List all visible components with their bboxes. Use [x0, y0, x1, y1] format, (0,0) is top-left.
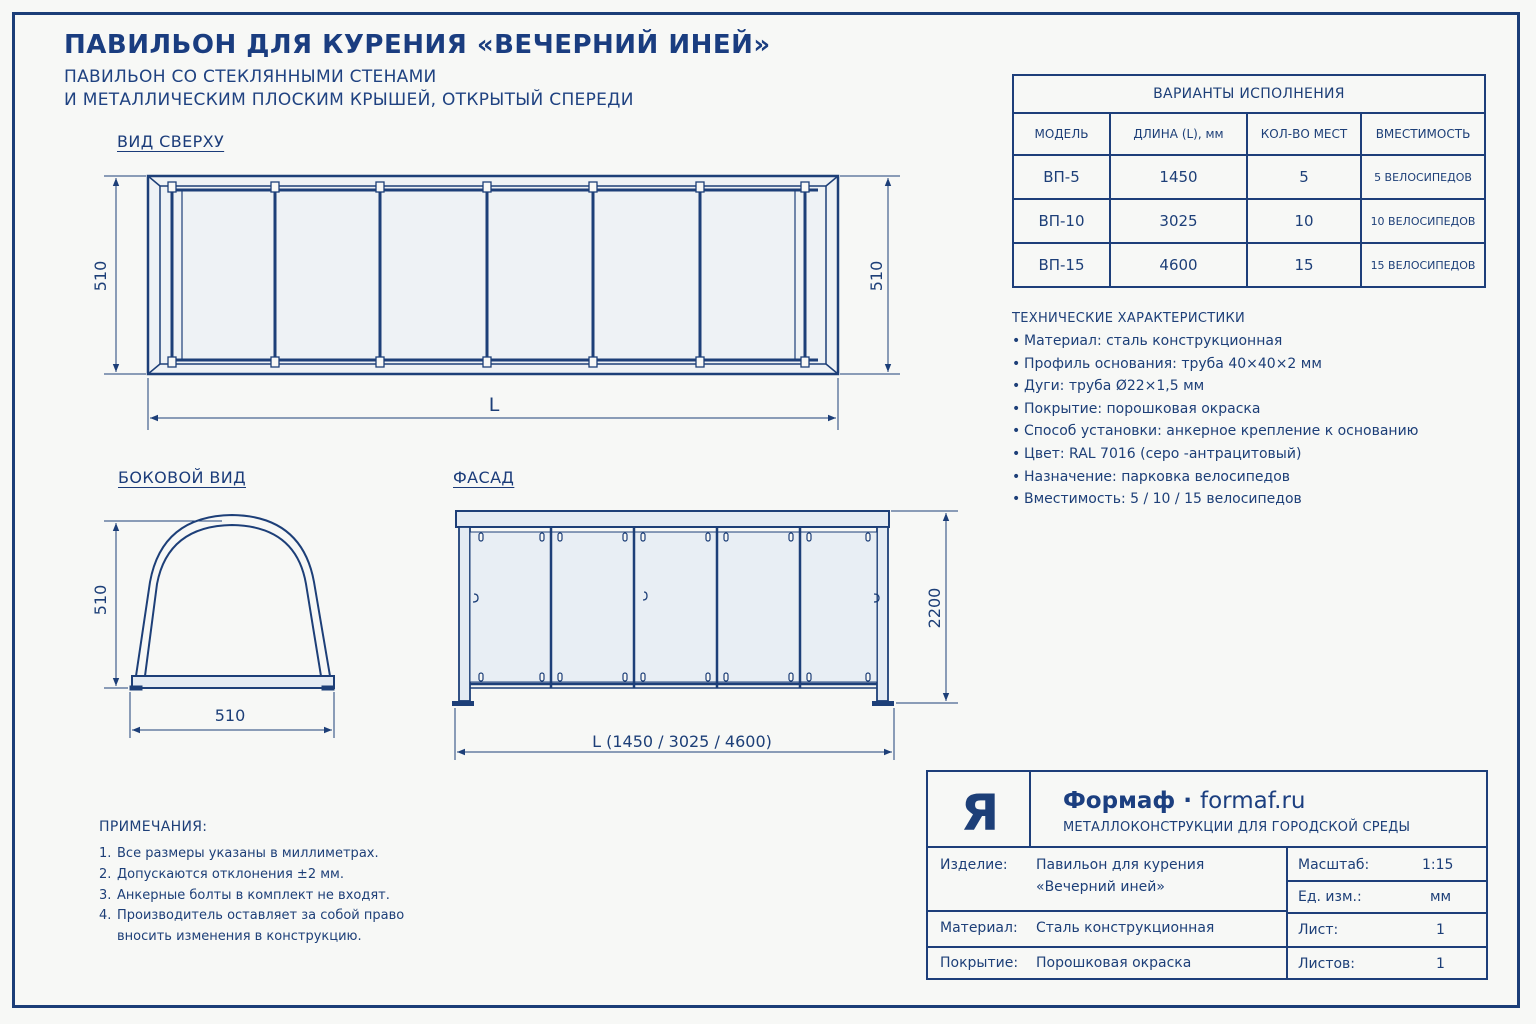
front-view-drawing — [452, 510, 894, 706]
list-item: Покрытие: порошковая окраска — [1012, 398, 1418, 421]
page-title: ПАВИЛЬОН ДЛЯ КУРЕНИЯ «ВЕЧЕРНИЙ ИНЕЙ» — [64, 30, 771, 60]
notes-title: ПРИМЕЧАНИЯ: — [99, 819, 208, 835]
header-capacity: ВМЕСТИМОСТЬ — [1360, 112, 1486, 156]
list-item: 4.Производитель оставляет за собой право… — [99, 908, 405, 945]
list-item: Профиль основания: труба 40×40×2 мм — [1012, 353, 1418, 376]
cell-seats: 5 — [1246, 154, 1362, 200]
side-view-dimensions — [104, 520, 335, 738]
table-row: ВП-5 1450 5 5 ВЕЛОСИПЕДОВ — [1012, 154, 1486, 200]
cell-seats: 15 — [1246, 242, 1362, 288]
material-label: Материал: — [940, 920, 1018, 936]
cell-length: 1450 — [1109, 154, 1248, 200]
top-view-dim-left: 510 — [91, 261, 110, 292]
cell-model: ВП-5 — [1012, 154, 1111, 200]
product-line-2: «Вечерний иней» — [1036, 879, 1165, 895]
drawings-canvas: 510 510 L 510 510 — [91, 174, 958, 760]
subtitle-line-1: ПАВИЛЬОН СО СТЕКЛЯННЫМИ СТЕНАМИ — [64, 67, 437, 87]
list-item: Способ установки: анкерное крепление к о… — [1012, 420, 1418, 443]
front-view-dim-height: 2200 — [925, 588, 944, 629]
tech-specs-title: ТЕХНИЧЕСКИЕ ХАРАКТЕРИСТИКИ — [1012, 311, 1246, 326]
cell-capacity: 5 ВЕЛОСИПЕДОВ — [1360, 154, 1486, 200]
subtitle-line-2: И МЕТАЛЛИЧЕСКИМ ПЛОСКИМ КРЫШЕЙ, ОТКРЫТЫЙ… — [64, 90, 634, 110]
cell-seats: 10 — [1246, 198, 1362, 244]
header-length: ДЛИНА (L), мм — [1109, 112, 1248, 156]
brand-cell: Формаф · formaf.ru МЕТАЛЛОКОНСТРУКЦИИ ДЛ… — [1031, 772, 1486, 848]
tech-specs-list: Материал: сталь конструкционная Профиль … — [1012, 330, 1418, 511]
product-line-1: Павильон для курения — [1036, 857, 1205, 873]
cell-model: ВП-10 — [1012, 198, 1111, 244]
sheets-value: 1 — [1436, 956, 1445, 972]
side-view-drawing — [129, 513, 335, 691]
list-item: 2.Допускаются отклонения ±2 мм. — [99, 866, 344, 882]
variants-caption: ВАРИАНТЫ ИСПОЛНЕНИЯ — [1012, 74, 1486, 114]
sheets-label: Листов: — [1298, 956, 1356, 972]
variants-header-row: МОДЕЛЬ ДЛИНА (L), мм КОЛ-ВО МЕСТ ВМЕСТИМ… — [1012, 112, 1486, 156]
side-view-dim-height: 510 — [91, 585, 110, 616]
list-item: Назначение: парковка велосипедов — [1012, 466, 1418, 489]
notes-list: 1.Все размеры указаны в миллиметрах. 2.Д… — [99, 844, 404, 948]
top-view-dim-length: L — [489, 394, 500, 416]
scale-value: 1:15 — [1422, 857, 1454, 873]
cell-model: ВП-15 — [1012, 242, 1111, 288]
brand-site: formaf.ru — [1199, 788, 1306, 814]
cell-capacity: 10 ВЕЛОСИПЕДОВ — [1360, 198, 1486, 244]
scale-label: Масштаб: — [1298, 857, 1370, 873]
brand-logo-icon: Я — [961, 784, 1000, 842]
top-view-label: ВИД СВЕРХУ — [117, 132, 225, 151]
sheet-value: 1 — [1436, 922, 1445, 938]
list-item: Цвет: RAL 7016 (серо -антрацитовый) — [1012, 443, 1418, 466]
list-item: 1.Все размеры указаны в миллиметрах. — [99, 846, 379, 861]
side-view-dim-width: 510 — [215, 706, 246, 725]
material-value: Сталь конструкционная — [1036, 920, 1215, 936]
cell-length: 4600 — [1109, 242, 1248, 288]
front-view-dimensions — [454, 510, 958, 760]
list-item: Материал: сталь конструкционная — [1012, 330, 1418, 353]
brand-name: Формаф · formaf.ru — [1063, 788, 1306, 814]
list-item: Вместимость: 5 / 10 / 15 велосипедов — [1012, 488, 1418, 511]
header-seats: КОЛ-ВО МЕСТ — [1246, 112, 1362, 156]
list-item: 3.Анкерные болты в комплект не входят. — [99, 887, 390, 903]
brand-logo-glyph: Я — [961, 784, 1000, 842]
title-block: Я Формаф · formaf.ru МЕТАЛЛОКОНСТРУКЦИИ … — [926, 770, 1488, 980]
front-view-label: ФАСАД — [453, 468, 515, 487]
cell-length: 3025 — [1109, 198, 1248, 244]
table-row: ВП-10 3025 10 10 ВЕЛОСИПЕДОВ — [1012, 198, 1486, 244]
cell-capacity: 15 ВЕЛОСИПЕДОВ — [1360, 242, 1486, 288]
logo-cell: Я — [928, 772, 1031, 848]
coating-label: Покрытие: — [940, 955, 1019, 971]
unit-value: мм — [1430, 889, 1452, 905]
list-item: Дуги: труба Ø22×1,5 мм — [1012, 375, 1418, 398]
top-view-dimensions — [104, 175, 900, 430]
top-view-dim-right: 510 — [867, 261, 886, 292]
sheet-label: Лист: — [1298, 922, 1339, 938]
top-view-drawing — [146, 174, 840, 376]
drawing-frame — [12, 12, 1520, 1008]
side-view-label: БОКОВОЙ ВИД — [118, 468, 246, 487]
header-model: МОДЕЛЬ — [1012, 112, 1111, 156]
product-label: Изделие: — [940, 857, 1008, 873]
coating-value: Порошковая окраска — [1036, 955, 1192, 971]
table-row: ВП-15 4600 15 15 ВЕЛОСИПЕДОВ — [1012, 242, 1486, 288]
page-subtitle: ПАВИЛЬОН СО СТЕКЛЯННЫМИ СТЕНАМИ И МЕТАЛЛ… — [64, 66, 634, 112]
front-view-dim-length: L (1450 / 3025 / 4600) — [592, 732, 772, 751]
variants-table: ВАРИАНТЫ ИСПОЛНЕНИЯ МОДЕЛЬ ДЛИНА (L), мм… — [1012, 74, 1486, 288]
unit-label: Ед. изм.: — [1298, 889, 1362, 905]
brand-tagline: МЕТАЛЛОКОНСТРУКЦИИ ДЛЯ ГОРОДСКОЙ СРЕДЫ — [1063, 820, 1411, 835]
